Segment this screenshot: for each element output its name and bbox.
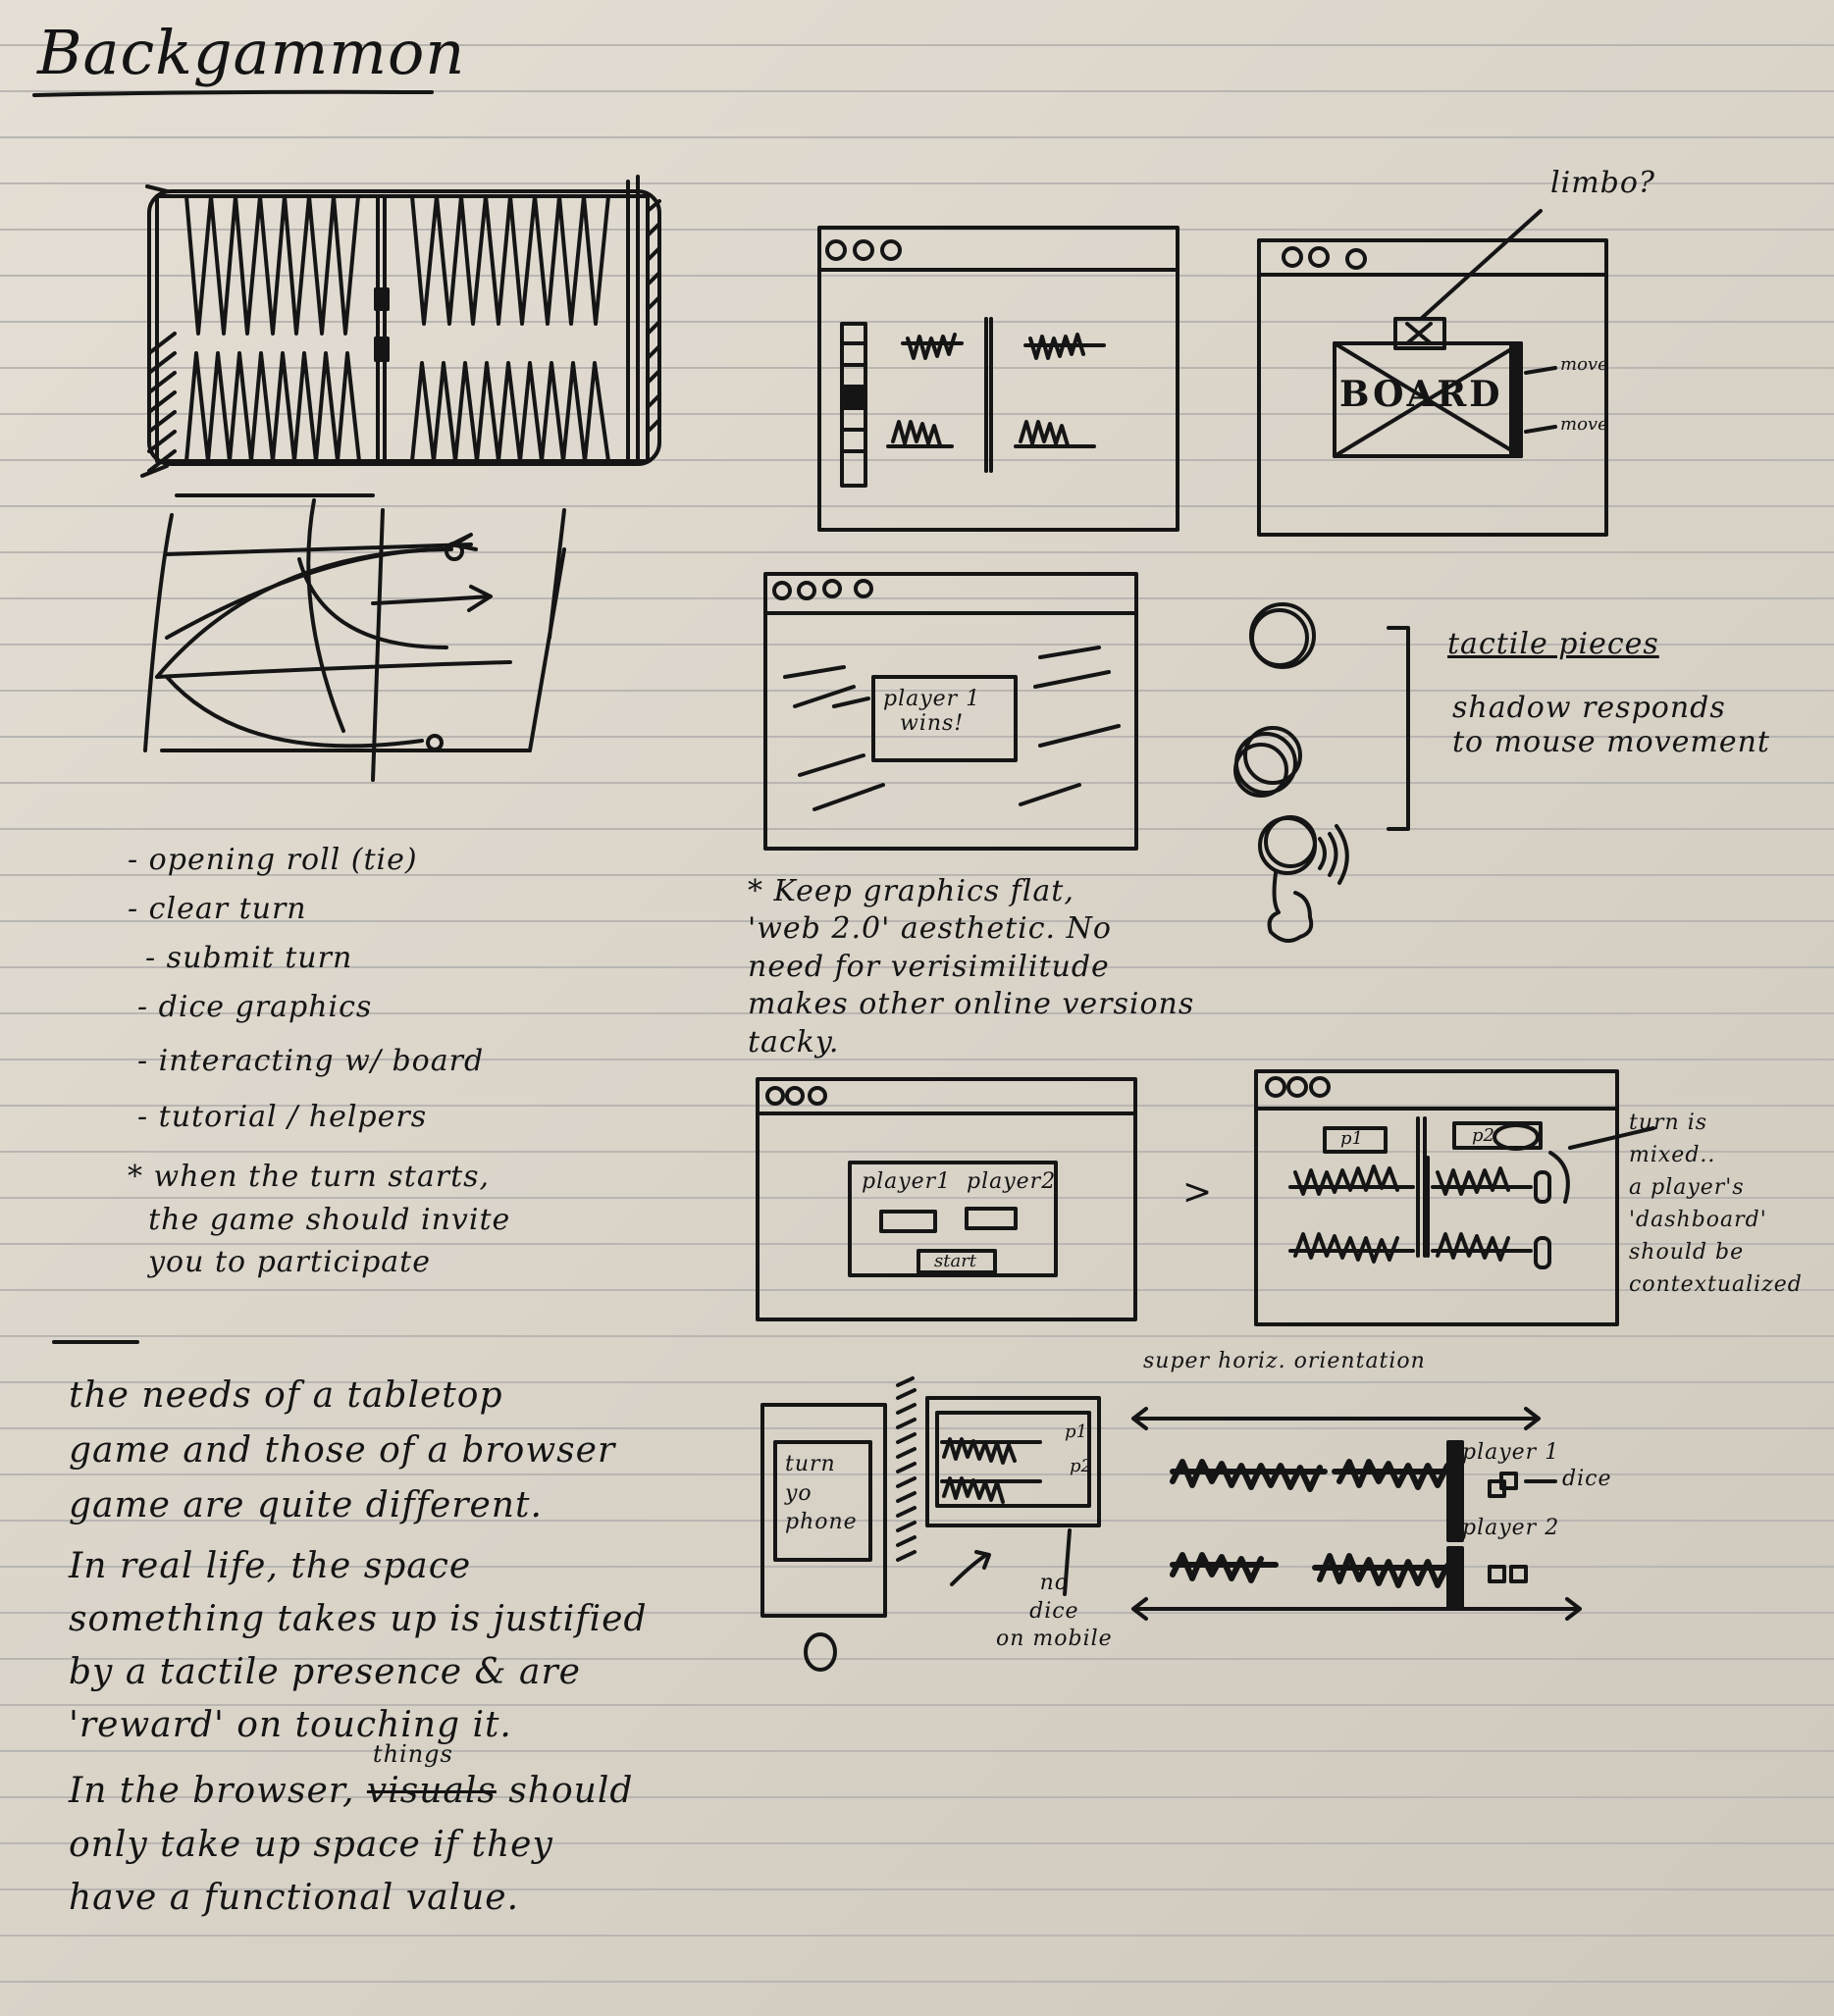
horizontal-layout-sketch: [1131, 1407, 1582, 1621]
essay-p3-inserted-word: things: [372, 1740, 453, 1768]
title-underline: [32, 89, 434, 97]
tactile-note: shadow responds to mouse movement: [1452, 691, 1770, 759]
flat-graphics-note: * Keep graphics flat, 'web 2.0' aestheti…: [748, 874, 1195, 1060]
lobby-player2: player2: [967, 1169, 1057, 1194]
todo-star-note: * when the turn starts, the game should …: [128, 1160, 511, 1279]
browser-sketch-ingame: [1254, 1069, 1655, 1326]
mobile-layout-sketch: [760, 1376, 1101, 1672]
dashboard-note: turn is mixed.. a player's 'dashboard' s…: [1629, 1111, 1803, 1297]
lobby-player1: player1: [862, 1169, 952, 1194]
tactile-heading: tactile pieces: [1447, 627, 1659, 661]
browser-sketch-win: [763, 572, 1138, 851]
page-title: Backgammon: [37, 17, 466, 88]
row-label-bottom: move: [1560, 414, 1608, 435]
todo-item: - opening roll (tie): [128, 843, 418, 877]
essay-paragraph-3: In the browser, things visuals should onl…: [69, 1740, 634, 1925]
dice-label: dice: [1562, 1467, 1612, 1491]
essay-paragraph-2: In real life, the space something takes …: [69, 1546, 648, 1745]
browser-sketch-lobby: [756, 1077, 1137, 1321]
todo-item: - clear turn: [128, 892, 307, 926]
mini-p1: p1: [1065, 1422, 1087, 1442]
row-label-top: move: [1560, 354, 1608, 375]
tactile-pieces-sketch: [1233, 602, 1410, 943]
dashboard-pill-right: p2: [1472, 1125, 1494, 1146]
dashboard-pill-left: p1: [1340, 1128, 1363, 1149]
todo-item: - dice graphics: [137, 990, 373, 1024]
essay-p3-end: only take up space if they have a functi…: [69, 1825, 553, 1919]
flow-sketch: [143, 493, 566, 782]
browser-sketch-limbo: [1257, 209, 1608, 537]
board-sketch: [140, 175, 661, 478]
essay-paragraph-1: the needs of a tabletop game and those o…: [69, 1375, 616, 1525]
essay-p3-should: should: [496, 1771, 634, 1811]
essay-p3-start: In the browser,: [69, 1771, 355, 1811]
browser-sketch-board: [817, 226, 1179, 532]
transition-arrow: >: [1182, 1172, 1214, 1213]
essay-p3-struck-word: visuals: [366, 1771, 497, 1811]
todo-item: - submit turn: [145, 941, 353, 975]
todo-item: - tutorial / helpers: [137, 1100, 428, 1134]
limbo-note: limbo?: [1550, 166, 1655, 200]
board-label: BOARD: [1339, 374, 1503, 415]
player-wins-dialog: player 1 wins!: [883, 687, 981, 737]
mini-p2: p2: [1070, 1456, 1092, 1476]
todo-item: - interacting w/ board: [137, 1044, 485, 1078]
lobby-start-button: start: [934, 1251, 977, 1271]
phone-screen-text: turn yo phone: [785, 1452, 858, 1535]
player-one-label: player 1: [1462, 1440, 1560, 1465]
super-horiz-note: super horiz. orientation: [1143, 1349, 1426, 1373]
no-dice-note: no dice on mobile: [996, 1571, 1113, 1652]
player-two-label: player 2: [1462, 1516, 1560, 1540]
